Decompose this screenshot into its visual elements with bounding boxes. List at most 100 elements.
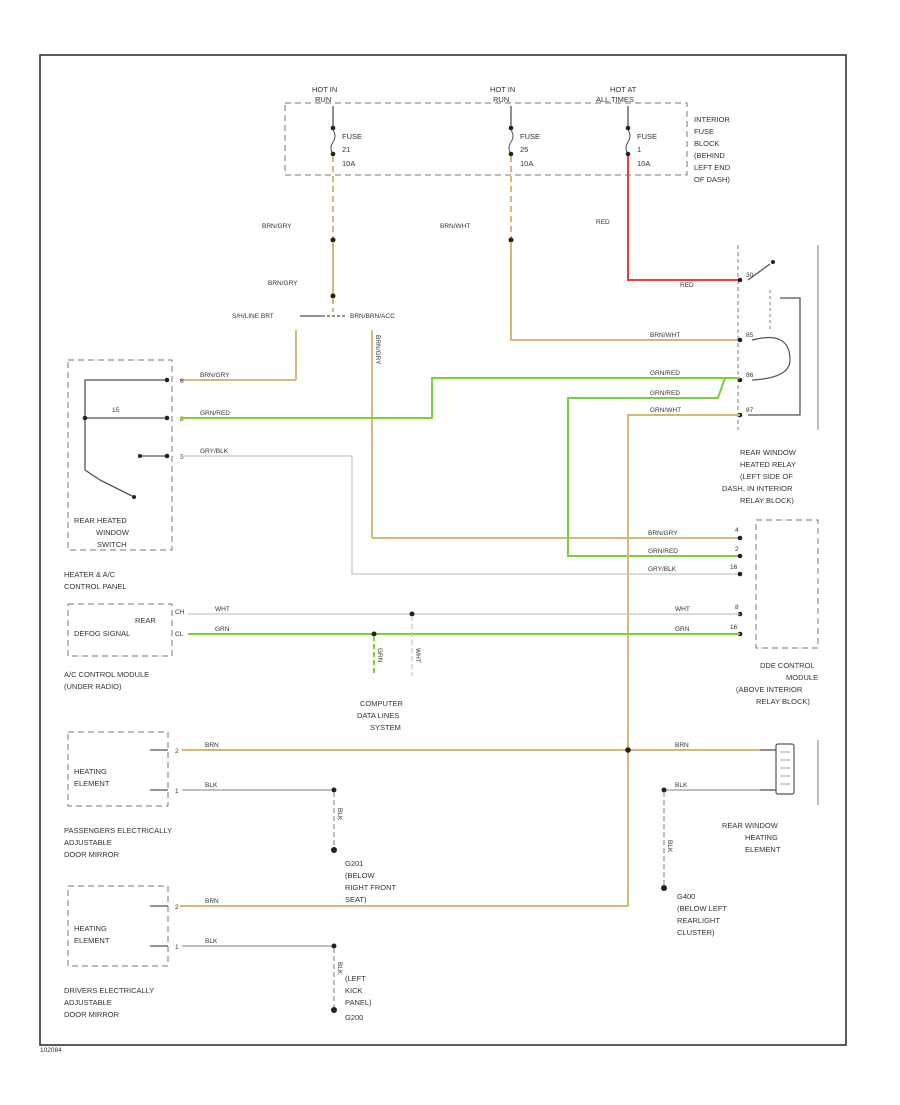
ground-g200-2: KICK (345, 986, 363, 995)
dde-caption-2: MODULE (786, 673, 818, 682)
ground-g400-2: (BELOW LEFT (677, 904, 727, 913)
dde-control-module: 4 2 16 8 16 DDE CONTROL MODULE (ABOVE IN… (730, 519, 819, 706)
switch-pin-6-dot (164, 377, 170, 383)
switch-internal-junction (82, 415, 88, 421)
dde-pin-16a: 16 (730, 564, 738, 571)
computer-lines-2: DATA LINES (357, 711, 399, 720)
wire-label-grn-2: GRN (675, 626, 690, 633)
dde-pin-4-dot (737, 535, 743, 541)
switch-internal-number: 15 (112, 407, 120, 414)
wire-brnwht-to-relay (510, 242, 740, 341)
wire-label-blk-v2: BLK (666, 840, 673, 853)
wire-gryblk-switch-dde (180, 455, 740, 575)
dde-pin-8: 8 (735, 604, 739, 611)
ground-g201-2: (BELOW (345, 871, 376, 880)
relay-switch-pivot (771, 260, 775, 264)
ac-module-pin-cl: CL (175, 631, 184, 638)
fuse-block-location-6: OF DASH) (694, 175, 730, 184)
passenger-door-mirror: HEATING ELEMENT 2 1 PASSENGERS ELECTRICA… (64, 731, 179, 859)
fuse-col2-header-line2: RUN (493, 95, 509, 104)
wire-label-brngry-2: BRN/GRY (268, 280, 298, 287)
ground-g201-icon (331, 847, 337, 853)
driver-mirror-label-2: ELEMENT (74, 936, 110, 945)
rear-heater-caption-2: HEATING (745, 833, 778, 842)
fuse-block-outline (284, 102, 688, 176)
passenger-mirror-pin-1: 1 (175, 788, 179, 795)
wire-label-blk-3: BLK (205, 938, 218, 945)
dde-pin-2-dot (737, 553, 743, 559)
wire-label-wht-vertical: WHT (414, 648, 421, 663)
ground-g200-1: (LEFT (345, 974, 366, 983)
fuse-block-location-5: LEFT END (694, 163, 731, 172)
ac-module-text-1: REAR (135, 616, 156, 625)
wire-label-grnred-loop: GRN/RED (650, 390, 680, 397)
switch-panel-outline (67, 359, 173, 551)
relay-label-2: HEATED RELAY (740, 460, 796, 469)
connector-fuse2 (508, 237, 514, 243)
wire-grnred-switch-relay (180, 377, 740, 419)
fuse2-rating: 10A (520, 159, 533, 168)
switch-caption-1: HEATER & A/C (64, 570, 116, 579)
ground-g201-3: RIGHT FRONT (345, 883, 397, 892)
wire-label-wht-1: WHT (215, 606, 230, 613)
fuse2-bottom-terminal (508, 151, 514, 157)
wire-label-red: RED (596, 219, 610, 226)
ground-g200-top (331, 943, 337, 949)
ground-g400-icon (661, 885, 667, 891)
relay-pin-87: 87 (746, 407, 754, 414)
ground-g201-4: SEAT) (345, 895, 367, 904)
fuse1-bottom-terminal (330, 151, 336, 157)
driver-mirror-caption-3: DOOR MIRROR (64, 1010, 120, 1019)
passenger-mirror-label-1: HEATING (74, 767, 107, 776)
connector-fuse1-b (330, 293, 336, 299)
wire-label-brngry-switch: BRN/GRY (200, 372, 230, 379)
interior-fuse-block: HOT IN RUN HOT IN RUN HOT AT ALL TIMES F… (284, 85, 731, 184)
switch-internal-wire-a (84, 379, 165, 418)
switch-label-3: SWITCH (97, 540, 127, 549)
ac-control-module: REAR DEFOG SIGNAL CH CL A/C CONTROL MODU… (64, 603, 185, 691)
switch-pin5-internal (138, 454, 142, 458)
ac-module-outline (67, 603, 173, 657)
fuse1-top-terminal (330, 125, 336, 131)
wire-grnred-relay-dde (567, 377, 740, 557)
passenger-mirror-pin-2: 2 (175, 748, 179, 755)
driver-mirror-label-1: HEATING (74, 924, 107, 933)
switch-pin-8: 8 (180, 416, 184, 423)
fuse-col1-header-line2: RUN (315, 95, 331, 104)
fuse-col2-header-line1: HOT IN (490, 85, 515, 94)
relay-label-5: RELAY BLOCK) (740, 496, 794, 505)
wire-label-grnred-relay: GRN/RED (650, 370, 680, 377)
dde-pin-4: 4 (735, 527, 739, 534)
wire-label-brn-3: BRN (205, 898, 219, 905)
ground-g400-3: REARLIGHT (677, 916, 720, 925)
footer-code: 102084 (40, 1047, 62, 1054)
relay-pin-85: 85 (746, 332, 754, 339)
splice-wht-can (409, 611, 415, 617)
fuse1-symbol (330, 129, 336, 155)
dde-caption-4: RELAY BLOCK) (756, 697, 810, 706)
ac-module-caption-2: (UNDER RADIO) (64, 682, 122, 691)
ac-module-text-2: DEFOG SIGNAL (74, 629, 130, 638)
dde-outline (755, 519, 819, 649)
relay-pin-86: 86 (746, 372, 754, 379)
ground-g200-icon (331, 1007, 337, 1013)
wire-label-blk-v3: BLK (336, 962, 343, 975)
rear-heater-grid-lines (780, 751, 790, 785)
passenger-mirror-label-2: ELEMENT (74, 779, 110, 788)
driver-mirror-caption-2: ADJUSTABLE (64, 998, 112, 1007)
ac-module-pin-ch: CH (175, 609, 185, 616)
ground-g400-top (661, 787, 667, 793)
fuse2-symbol (508, 129, 514, 155)
wire-label-brngry-1: BRN/GRY (262, 223, 292, 230)
ground-g200-3: PANEL) (345, 998, 372, 1007)
driver-mirror-pin-1: 1 (175, 944, 179, 951)
dde-pin-16a-dot (737, 571, 743, 577)
driver-door-mirror: HEATING ELEMENT 2 1 DRIVERS ELECTRICALLY… (64, 885, 179, 1019)
wire-label-brnwht-1: BRN/WHT (440, 223, 470, 230)
rear-heater-grid-icon (775, 743, 795, 795)
fuse3-symbol (625, 129, 631, 155)
fuse-block-location-2: FUSE (694, 127, 714, 136)
dde-caption-1: DDE CONTROL (760, 661, 815, 670)
